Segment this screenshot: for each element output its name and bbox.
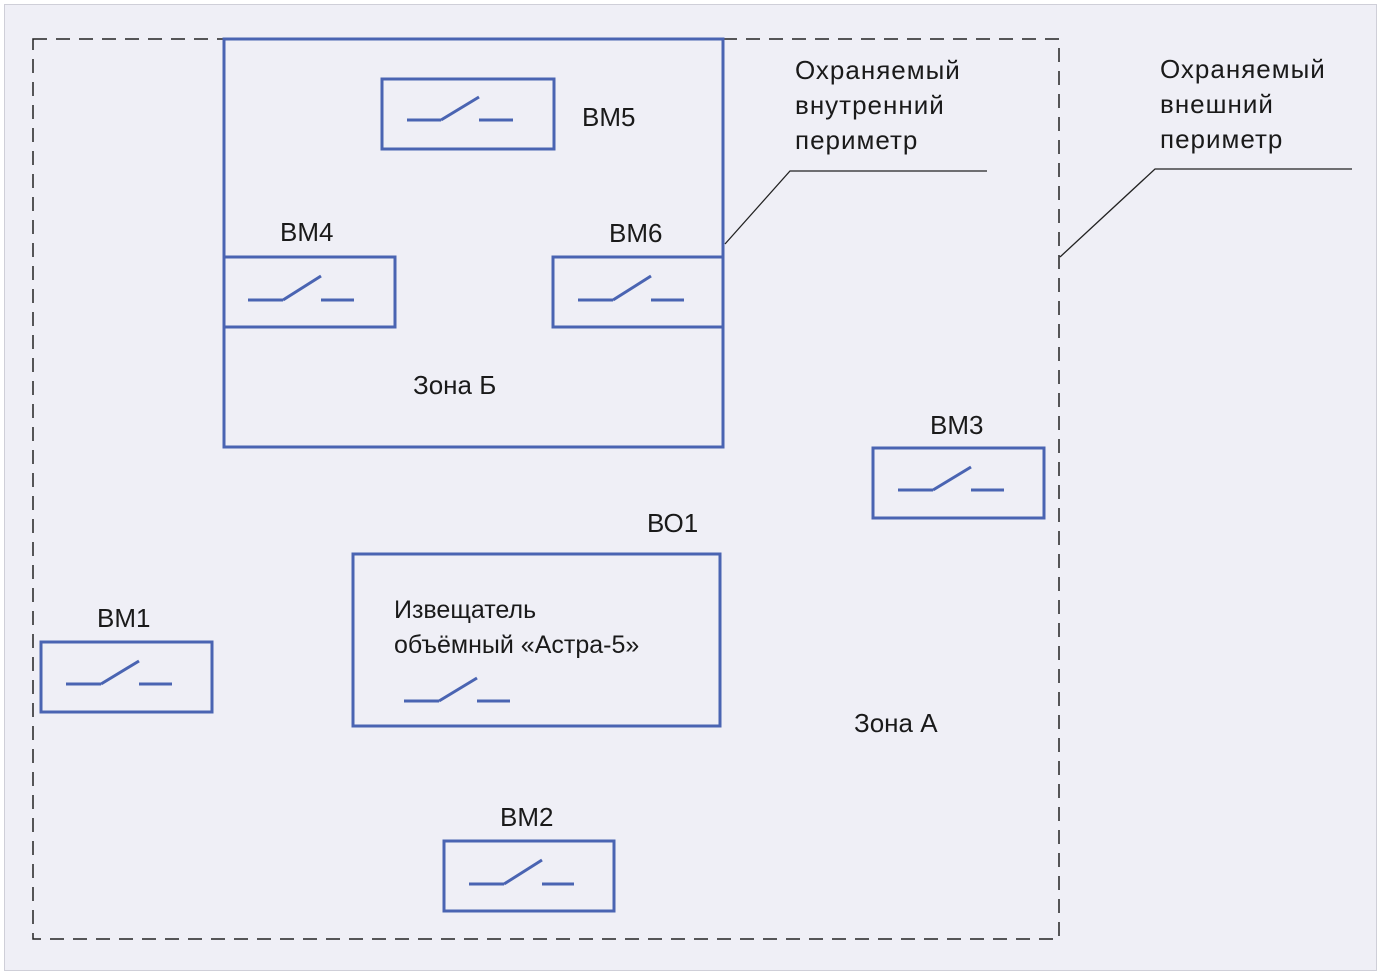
sensor-bm1-switch (39, 640, 214, 714)
bo1-description-line-1: Извещатель (394, 596, 537, 624)
sensor-bm5-switch (380, 77, 556, 151)
bo1-description: Извещатель объёмный «Астра-5» (394, 593, 639, 663)
inner-perimeter-label-line-1: Охраняемый (795, 55, 961, 85)
sensor-bm6-switch (551, 255, 725, 329)
label-bm2: ВМ2 (500, 802, 554, 832)
label-bm3: ВМ3 (930, 410, 984, 440)
sensor-bo1-box (351, 552, 722, 728)
outer-perimeter-label-line-2: внешний (1160, 89, 1274, 119)
inner-perimeter-leader (724, 170, 987, 245)
label-bo1: ВО1 (647, 508, 699, 538)
outer-perimeter-label-line-3: периметр (1160, 124, 1284, 154)
inner-perimeter-label-line-2: внутренний (795, 90, 945, 120)
diagram-background (4, 4, 1377, 971)
inner-perimeter-label: Охраняемый внутренний периметр (795, 53, 961, 158)
outer-perimeter-label: Охраняемый внешний периметр (1160, 52, 1326, 157)
label-zone-a: Зона А (854, 708, 938, 738)
sensor-bm2-switch (442, 839, 616, 913)
label-bm4: ВМ4 (280, 217, 334, 247)
label-zone-b: Зона Б (413, 370, 497, 400)
bo1-description-line-2: объёмный «Астра-5» (394, 631, 640, 659)
outer-perimeter-leader (1059, 168, 1352, 258)
inner-perimeter-box (222, 37, 725, 449)
outer-perimeter-label-line-1: Охраняемый (1160, 54, 1326, 84)
label-bm1: ВМ1 (97, 603, 151, 633)
inner-perimeter-label-line-3: периметр (795, 125, 919, 155)
sensor-bm3-switch (871, 446, 1046, 520)
label-bm5: ВМ5 (582, 102, 636, 132)
sensor-bm4-switch (222, 255, 397, 329)
label-bm6: ВМ6 (609, 218, 663, 248)
